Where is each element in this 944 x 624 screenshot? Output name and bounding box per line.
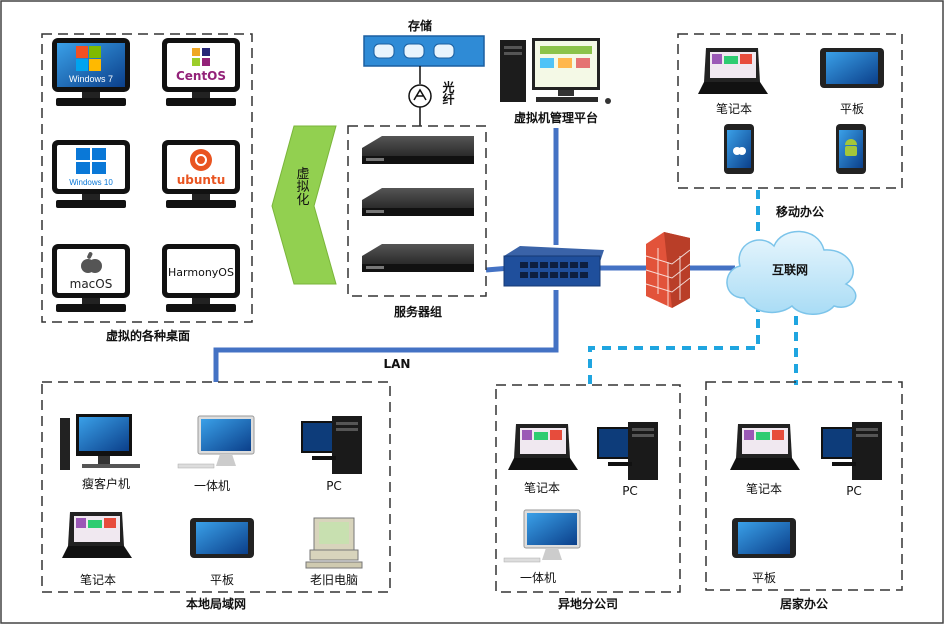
link-lan [213,290,559,382]
server-unit-1 [362,136,474,164]
local-laptop[interactable] [62,512,132,558]
network-switch[interactable] [503,246,604,287]
branch-aio[interactable] [503,509,581,563]
home-tablet-label: 平板 [752,571,776,585]
desktop-windows10[interactable]: Windows 10 [52,140,130,208]
apple-logo-icon [733,147,746,155]
local-thin-client[interactable] [60,414,140,470]
branch-group-box [495,384,681,593]
server-group-label: 服务器组 [394,304,442,319]
mobile-group-box [677,33,903,189]
desktop-centos[interactable]: CentOS [162,38,240,106]
desktop-ubuntu-label: ubuntu [177,173,226,187]
local-laptop-label: 笔记本 [80,572,116,587]
home-laptop-label: 笔记本 [746,481,782,496]
local-thin-client-label: 瘦客户机 [82,476,130,491]
branch-laptop-label: 笔记本 [524,480,560,495]
server-unit-2 [362,188,474,216]
desktop-macos[interactable]: macOS [52,244,130,312]
mobile-group-label: 移动办公 [776,204,824,219]
home-pc[interactable] [821,421,883,481]
local-aio[interactable] [177,415,255,469]
mobile-laptop[interactable] [698,48,768,94]
desktop-harmonyos-label: HarmonyOS [168,266,234,279]
local-tablet-label: 平板 [210,573,234,587]
storage-disk-icon [373,43,455,59]
branch-laptop[interactable] [508,424,578,470]
mobile-laptop-label: 笔记本 [716,101,752,116]
local-old-pc[interactable] [305,517,363,569]
server-group-box [347,125,487,297]
local-pc-label: PC [326,479,342,493]
android-logo-icon [845,139,857,156]
apple-logo-icon [81,252,102,273]
iphone-device[interactable] [724,124,754,174]
storage-label: 存储 [407,18,432,33]
local-group-label: 本地局域网 [186,596,246,611]
mgmt-workstation[interactable] [500,38,611,104]
internet-cloud-icon: 互联网 [726,230,857,315]
mgmt-tower-icon [500,40,526,102]
branch-pc-label: PC [622,484,638,498]
local-old-pc-label: 老旧电脑 [310,573,358,587]
mobile-tablet-label: 平板 [840,102,864,116]
firewall-icon[interactable] [645,232,691,308]
mobile-tablet[interactable] [820,48,884,88]
home-laptop[interactable] [730,424,800,470]
server-unit-3 [362,244,474,272]
link-internet-branch [588,303,760,385]
home-group-label: 居家办公 [780,596,828,611]
branch-aio-label: 一体机 [520,571,556,585]
virtualize-arrow: 虚拟化 [271,125,337,285]
local-group-box [41,381,391,593]
fiber-link: 光纤 [408,66,455,126]
desktop-macos-label: macOS [70,277,113,291]
home-pc-label: PC [846,484,862,498]
mgmt-label: 虚拟机管理平台 [514,110,598,125]
storage-array[interactable] [363,35,485,67]
fiber-label: 光纤 [441,80,455,106]
local-pc[interactable] [301,415,363,475]
branch-group-label: 异地分公司 [558,596,618,611]
home-tablet[interactable] [732,518,796,558]
centos-logo-icon [192,48,210,66]
wireless-links [588,190,798,385]
desktop-windows7-label: Windows 7 [69,74,113,84]
virtualize-label: 虚拟化 [294,167,310,207]
home-group-box [705,381,903,591]
local-tablet[interactable] [190,518,254,558]
internet-label: 互联网 [772,263,808,277]
desktop-windows10-label: Windows 10 [69,178,113,187]
desktop-windows7[interactable]: Windows 7 [52,38,130,106]
server-rack[interactable] [362,136,474,272]
desktops-group-box [41,33,253,323]
lan-label: LAN [384,357,411,371]
android-device[interactable] [836,124,866,174]
ubuntu-logo-icon [190,149,212,171]
branch-pc[interactable] [597,421,659,481]
desktop-harmonyos[interactable]: HarmonyOS [162,244,240,312]
local-aio-label: 一体机 [194,479,230,493]
desktop-ubuntu[interactable]: ubuntu [162,140,240,208]
desktops-group-label: 虚拟的各种桌面 [106,328,190,343]
desktop-centos-label: CentOS [176,69,226,83]
windows10-logo-icon [76,148,106,174]
